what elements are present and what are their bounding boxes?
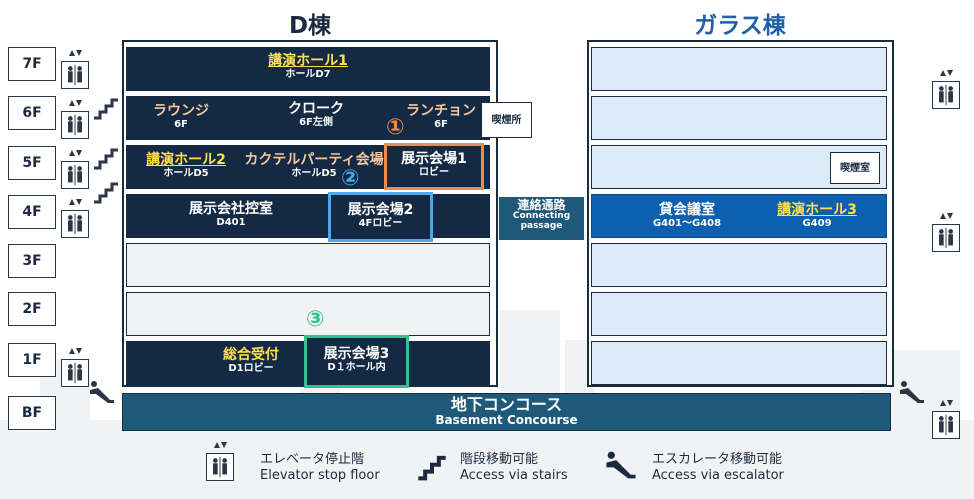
elevator-icon xyxy=(932,62,960,109)
floor-badge-bf: BF xyxy=(8,396,56,430)
glass-floor-6f xyxy=(591,96,887,140)
smoking-area-d6: 喫煙所 xyxy=(481,102,532,138)
legend-elevator-icon xyxy=(206,434,234,481)
concourse-label-en: Basement Concourse xyxy=(435,413,578,428)
floor-badge-5f: 5F xyxy=(8,146,56,180)
room-cocktail-party[interactable]: カクテルパーティ会場 ホールD5 xyxy=(244,152,384,180)
d-floor-3f xyxy=(126,243,490,287)
marker-1: ① xyxy=(386,115,405,140)
room-name: 展示会場1 xyxy=(401,151,467,167)
legend-elevator: エレベータ停止階 Elevator stop floor xyxy=(260,452,400,485)
floor-badge-6f: 6F xyxy=(8,96,56,130)
floor-badge-7f: 7F xyxy=(8,47,56,81)
room-name: 講演ホール2 xyxy=(146,152,226,168)
room-general-reception[interactable]: 総合受付 D1ロビー xyxy=(196,347,306,375)
marker-3: ③ xyxy=(306,307,325,332)
elevator-icon xyxy=(61,191,89,238)
exhibition-hall-3[interactable]: 展示会場3 D１ホール内 xyxy=(304,335,409,388)
connecting-label-ja: 連絡通路 xyxy=(517,198,566,212)
room-sub: ホールD5 xyxy=(291,168,337,180)
room-exhibitor-waiting[interactable]: 展示会社控室 D401 xyxy=(176,201,286,229)
d-floor-7f: 講演ホール1 ホールD7 xyxy=(126,47,490,91)
legend-escalator-ja: エスカレータ移動可能 xyxy=(652,452,783,467)
room-name: ランチョン xyxy=(406,103,476,119)
glass-floor-7f xyxy=(591,47,887,91)
floor-badge-3f: 3F xyxy=(8,244,56,278)
legend-escalator-icon xyxy=(606,451,636,479)
glass-floor-4f: 貸会議室 G401～G408 講演ホール3 G409 xyxy=(591,194,887,238)
d-floor-6f: ラウンジ 6F クローク 6F左側 ランチョン 6F xyxy=(126,96,490,140)
elevator-icon xyxy=(932,392,960,439)
marker-2: ② xyxy=(341,166,360,191)
stairs-icon xyxy=(94,98,118,120)
concourse-label-ja: 地下コンコース xyxy=(450,395,563,414)
room-name: クローク xyxy=(288,101,344,117)
legend-stairs-ja: 階段移動可能 xyxy=(460,452,539,467)
room-sub: D1ロビー xyxy=(228,363,274,375)
elevator-icon xyxy=(61,92,89,139)
legend-escalator: エスカレータ移動可能 Access via escalator xyxy=(652,452,832,485)
room-lecture-hall-3[interactable]: 講演ホール3 G409 xyxy=(762,202,872,230)
elevator-icon xyxy=(61,142,89,189)
room-sub: ホールD7 xyxy=(285,69,331,81)
room-name: 展示会社控室 xyxy=(189,201,273,217)
room-sub: D401 xyxy=(216,217,246,229)
smoking-room-g5: 喫煙室 xyxy=(830,152,880,184)
room-sub: G409 xyxy=(802,218,832,230)
room-lecture-hall-1[interactable]: 講演ホール1 ホールD7 xyxy=(126,53,490,81)
room-lounge[interactable]: ラウンジ 6F xyxy=(136,103,226,131)
connecting-label-en: Connecting passage xyxy=(512,211,571,232)
room-lecture-hall-2[interactable]: 講演ホール2 ホールD5 xyxy=(136,152,236,180)
floor-badge-2f: 2F xyxy=(8,292,56,326)
glass-floor-2f xyxy=(591,292,887,336)
room-sub: 6F xyxy=(434,119,448,131)
exhibition-hall-1[interactable]: 展示会場1 ロビー xyxy=(384,143,484,190)
room-sub: G401～G408 xyxy=(652,218,722,230)
room-name: 展示会場2 xyxy=(347,202,414,218)
connecting-passage[interactable]: 連絡通路 Connecting passage xyxy=(498,196,585,241)
room-sub: 4Fロビー xyxy=(358,218,403,230)
elevator-icon xyxy=(61,42,89,89)
floor-badge-4f: 4F xyxy=(8,195,56,229)
elevator-icon xyxy=(932,205,960,252)
elevator-icon xyxy=(61,340,89,387)
stairs-icon xyxy=(94,148,118,170)
room-name: カクテルパーティ会場 xyxy=(244,152,384,168)
smoking-label: 喫煙室 xyxy=(840,162,870,174)
smoking-label: 喫煙所 xyxy=(491,114,522,126)
room-name: 総合受付 xyxy=(223,347,279,363)
floor-badge-1f: 1F xyxy=(8,343,56,377)
room-name: 貸会議室 xyxy=(659,202,715,218)
room-name: 講演ホール1 xyxy=(268,53,348,69)
d-floor-4f: 展示会社控室 D401 xyxy=(126,194,490,238)
room-sub: 6F xyxy=(174,119,188,131)
room-rental-meeting[interactable]: 貸会議室 G401～G408 xyxy=(622,202,752,230)
legend-stairs-en: Access via stairs xyxy=(460,468,568,484)
glass-floor-5f: 喫煙室 xyxy=(591,145,887,189)
room-sub: D１ホール内 xyxy=(327,362,386,374)
legend-stairs-icon xyxy=(418,455,446,481)
exhibition-hall-2[interactable]: 展示会場2 4Fロビー xyxy=(328,192,433,242)
stairs-icon xyxy=(94,182,118,204)
legend-elevator-en: Elevator stop floor xyxy=(260,468,380,484)
room-sub: 6F左側 xyxy=(299,117,333,129)
escalator-icon xyxy=(90,381,114,403)
room-sub: ロビー xyxy=(419,167,449,179)
d-building-title: D棟 xyxy=(288,13,332,39)
room-sub: ホールD5 xyxy=(163,168,209,180)
glass-building-title: ガラス棟 xyxy=(694,13,786,39)
escalator-icon xyxy=(900,381,924,403)
room-cloak[interactable]: クローク 6F左側 xyxy=(266,101,366,129)
room-luncheon[interactable]: ランチョン 6F xyxy=(396,103,486,131)
legend-stairs: 階段移動可能 Access via stairs xyxy=(460,452,600,485)
legend-escalator-en: Access via escalator xyxy=(652,468,784,484)
glass-floor-1f xyxy=(591,341,887,385)
glass-floor-3f xyxy=(591,243,887,287)
room-name: 展示会場3 xyxy=(323,346,390,362)
basement-concourse[interactable]: 地下コンコース Basement Concourse xyxy=(122,393,891,431)
legend-elevator-ja: エレベータ停止階 xyxy=(260,452,365,467)
d-floor-2f xyxy=(126,292,490,336)
room-name: 講演ホール3 xyxy=(777,202,857,218)
room-name: ラウンジ xyxy=(153,103,209,119)
